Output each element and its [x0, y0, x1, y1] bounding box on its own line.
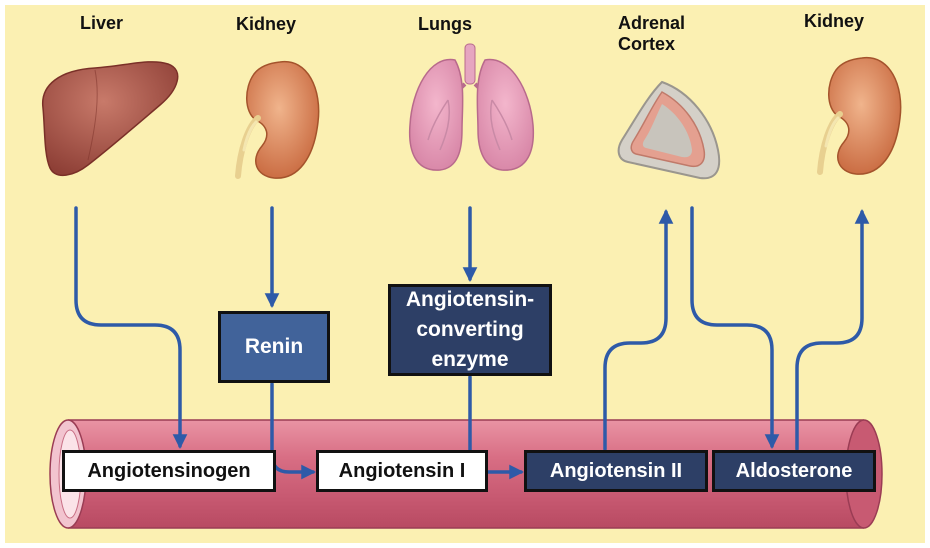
organ-label-lungs: Lungs	[418, 14, 472, 34]
renin-label: Renin	[244, 335, 304, 358]
liver-to-angiotensinogen-arrow	[74, 206, 188, 449]
ace-label-line1: Angiotensin-	[405, 288, 535, 311]
ace-label: Angiotensin-converting enzyme	[406, 285, 534, 375]
kidney-right-illustration	[817, 57, 902, 175]
organ-label-kidney-left: Kidney	[236, 14, 297, 34]
angiotensin-ii-label: Angiotensin II	[549, 459, 683, 482]
aldosterone-box: Aldosterone	[712, 450, 876, 492]
angiotensinogen-label: Angiotensinogen	[87, 459, 251, 482]
organ-label-liver: Liver	[80, 13, 124, 33]
adrenal-label-line1: Adrenal	[618, 13, 686, 33]
angiotensinogen-box: Angiotensinogen	[62, 450, 276, 492]
adrenal-to-aldosterone-arrow	[690, 206, 780, 449]
angiotensin-i-label: Angiotensin I	[338, 459, 466, 482]
angiotensin-ii-box: Angiotensin II	[524, 450, 708, 492]
kidney-left-illustration	[235, 61, 320, 179]
ace-label-line2: converting	[416, 318, 524, 341]
renin-box: Renin	[218, 311, 330, 383]
ace-box: Angiotensin-converting enzyme	[388, 284, 552, 376]
organ-label-adrenal-cortex: Adrenal Cortex	[618, 13, 685, 55]
adrenal-label-line2: Cortex	[618, 34, 676, 54]
aldosterone-to-kidney-arrow	[795, 209, 870, 451]
adrenal-cortex-illustration	[617, 80, 721, 180]
aldosterone-label: Aldosterone	[735, 459, 853, 482]
organ-label-kidney-right: Kidney	[804, 11, 865, 31]
angiotensin-i-box: Angiotensin I	[316, 450, 488, 492]
ace-label-line3: enzyme	[431, 348, 509, 371]
liver-illustration	[42, 61, 179, 176]
angiotensin-ii-to-adrenal-arrow	[603, 209, 674, 451]
lungs-illustration	[408, 43, 535, 171]
